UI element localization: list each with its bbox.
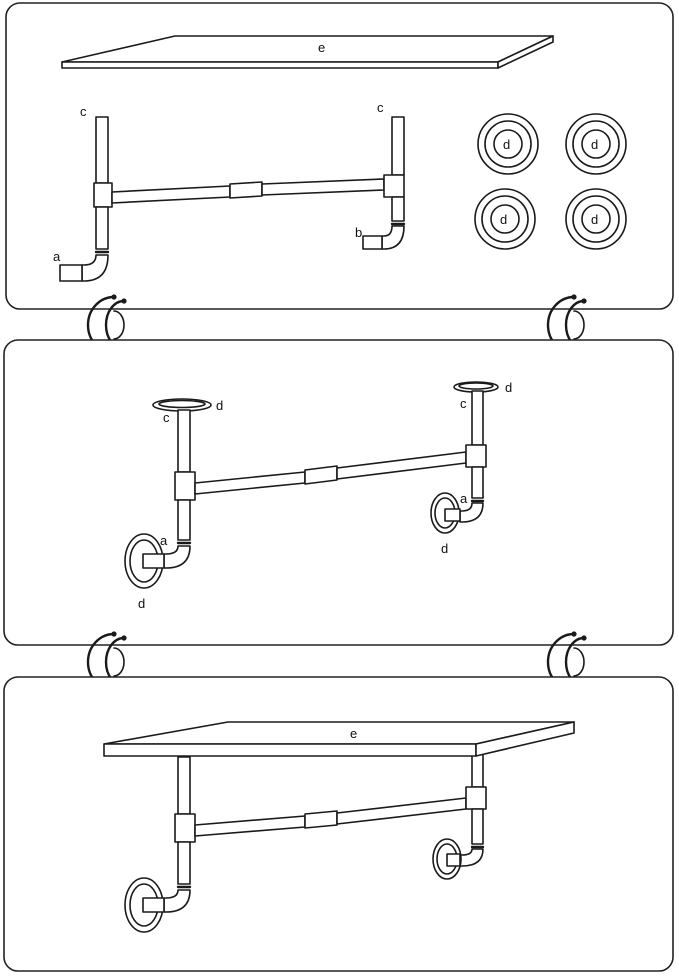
pipe-assembly-left: a d (124, 409, 196, 611)
pipe-assembly-right: c b (355, 100, 406, 250)
shelf-board: e (103, 721, 575, 757)
part-label-d: d (505, 380, 512, 395)
part-label-a: a (160, 533, 168, 548)
part-label-e: e (350, 726, 357, 741)
step-3-panel: e (3, 676, 674, 972)
part-label-c: c (80, 104, 87, 119)
part-label-d: d (216, 398, 223, 413)
crossbar (194, 451, 467, 495)
part-label-e: e (318, 40, 325, 55)
pipe-assembly-right (432, 742, 487, 880)
part-label-a: a (460, 491, 468, 506)
part-label-d: d (591, 137, 598, 152)
ceiling-flange-right: d c (453, 380, 512, 411)
flange: d (474, 188, 536, 250)
part-label-b: b (355, 225, 362, 240)
part-label-d: d (138, 596, 145, 611)
shelf-board: e (61, 35, 554, 69)
part-label-c: c (163, 410, 170, 425)
part-label-d: d (591, 212, 598, 227)
part-label-c: c (377, 100, 384, 115)
step-1-panel: e c a c b (5, 2, 674, 310)
part-label-d: d (441, 541, 448, 556)
crossbar (111, 178, 385, 204)
flange: d (565, 188, 627, 250)
step-2-panel: d c a d d c (3, 339, 674, 646)
flange: d (565, 113, 627, 175)
pipe-assembly-left (124, 756, 196, 933)
part-label-a: a (53, 249, 61, 264)
flange: d (477, 113, 539, 175)
part-label-d: d (503, 137, 510, 152)
pipe-assembly-left: c a (53, 104, 113, 282)
flange-group: d d d d (474, 113, 627, 250)
pipe-assembly-right: a d (430, 390, 487, 556)
part-label-d: d (500, 212, 507, 227)
part-label-c: c (460, 396, 467, 411)
